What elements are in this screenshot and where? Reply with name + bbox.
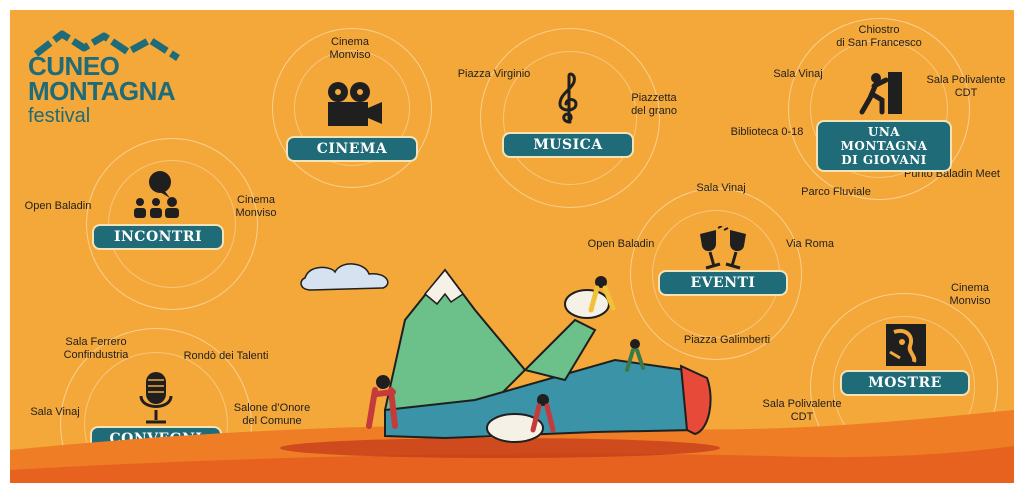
ground-hill [10, 410, 1014, 483]
logo-line-2: MONTAGNA [28, 76, 176, 106]
convegni-location-2: Rondò dei Talenti [183, 350, 269, 362]
giovani-label-line-1: UNA MONTAGNA [840, 125, 928, 153]
art-mask-icon [886, 324, 926, 366]
musica-location-1: Piazza Virginio [457, 68, 531, 80]
giovani-location-2: Sala Vinaj [773, 68, 823, 80]
convegni-location-3: Sala Vinaj [30, 406, 80, 418]
film-camera-icon [328, 82, 382, 126]
giovani-label-line-2: DI GIOVANI [841, 153, 927, 167]
giovani-location-3: Sala Polivalente CDT [926, 74, 1006, 99]
convegni-location-1: Sala Ferrero Confindustria [63, 336, 129, 361]
giovani-label[interactable]: UNA MONTAGNA DI GIOVANI [816, 120, 952, 172]
eventi-label[interactable]: EVENTI [658, 270, 788, 296]
logo-line-3: festival [28, 105, 91, 127]
eventi-location-3: Open Baladin [587, 238, 655, 250]
logo-line-1: CUNEO [28, 51, 120, 81]
poster-canvas: CUNEO MONTAGNA festival Cinema Monviso C… [10, 10, 1014, 483]
musica-label[interactable]: MUSICA [502, 132, 634, 158]
incontri-location-2: Cinema Monviso [235, 194, 277, 219]
eventi-location-5: Piazza Galimberti [683, 334, 771, 346]
incontri-location-1: Open Baladin [24, 200, 92, 212]
people-chat-icon [134, 171, 179, 218]
eventi-location-4: Via Roma [785, 238, 835, 250]
incontri-label[interactable]: INCONTRI [92, 224, 224, 250]
eventi-location-2: Parco Fluviale [801, 186, 871, 198]
logo-mountain-mark [33, 30, 180, 61]
treble-clef-icon [558, 72, 578, 124]
eventi-location-1: Sala Vinaj [696, 182, 746, 194]
wine-glasses-icon [700, 226, 746, 270]
mostre-location-1: Cinema Monviso [949, 282, 991, 307]
musica-location-2: Piazzetta del grano [631, 92, 677, 117]
cinema-label[interactable]: CINEMA [286, 136, 418, 162]
giovani-location-4: Biblioteca 0-18 [730, 126, 804, 138]
convegni-location-4: Salone d’Onore del Comune [233, 402, 311, 427]
logo: CUNEO MONTAGNA festival [28, 51, 176, 129]
microphone-icon [139, 372, 173, 424]
giovani-location-1: Chiostro di San Francesco [836, 24, 922, 49]
climber-icon [859, 72, 902, 115]
mostre-location-2: Sala Polivalente CDT [762, 398, 842, 423]
mostre-label[interactable]: MOSTRE [840, 370, 970, 396]
mountain-giant-illustration [300, 263, 712, 443]
cinema-location-1: Cinema Monviso [329, 36, 371, 61]
